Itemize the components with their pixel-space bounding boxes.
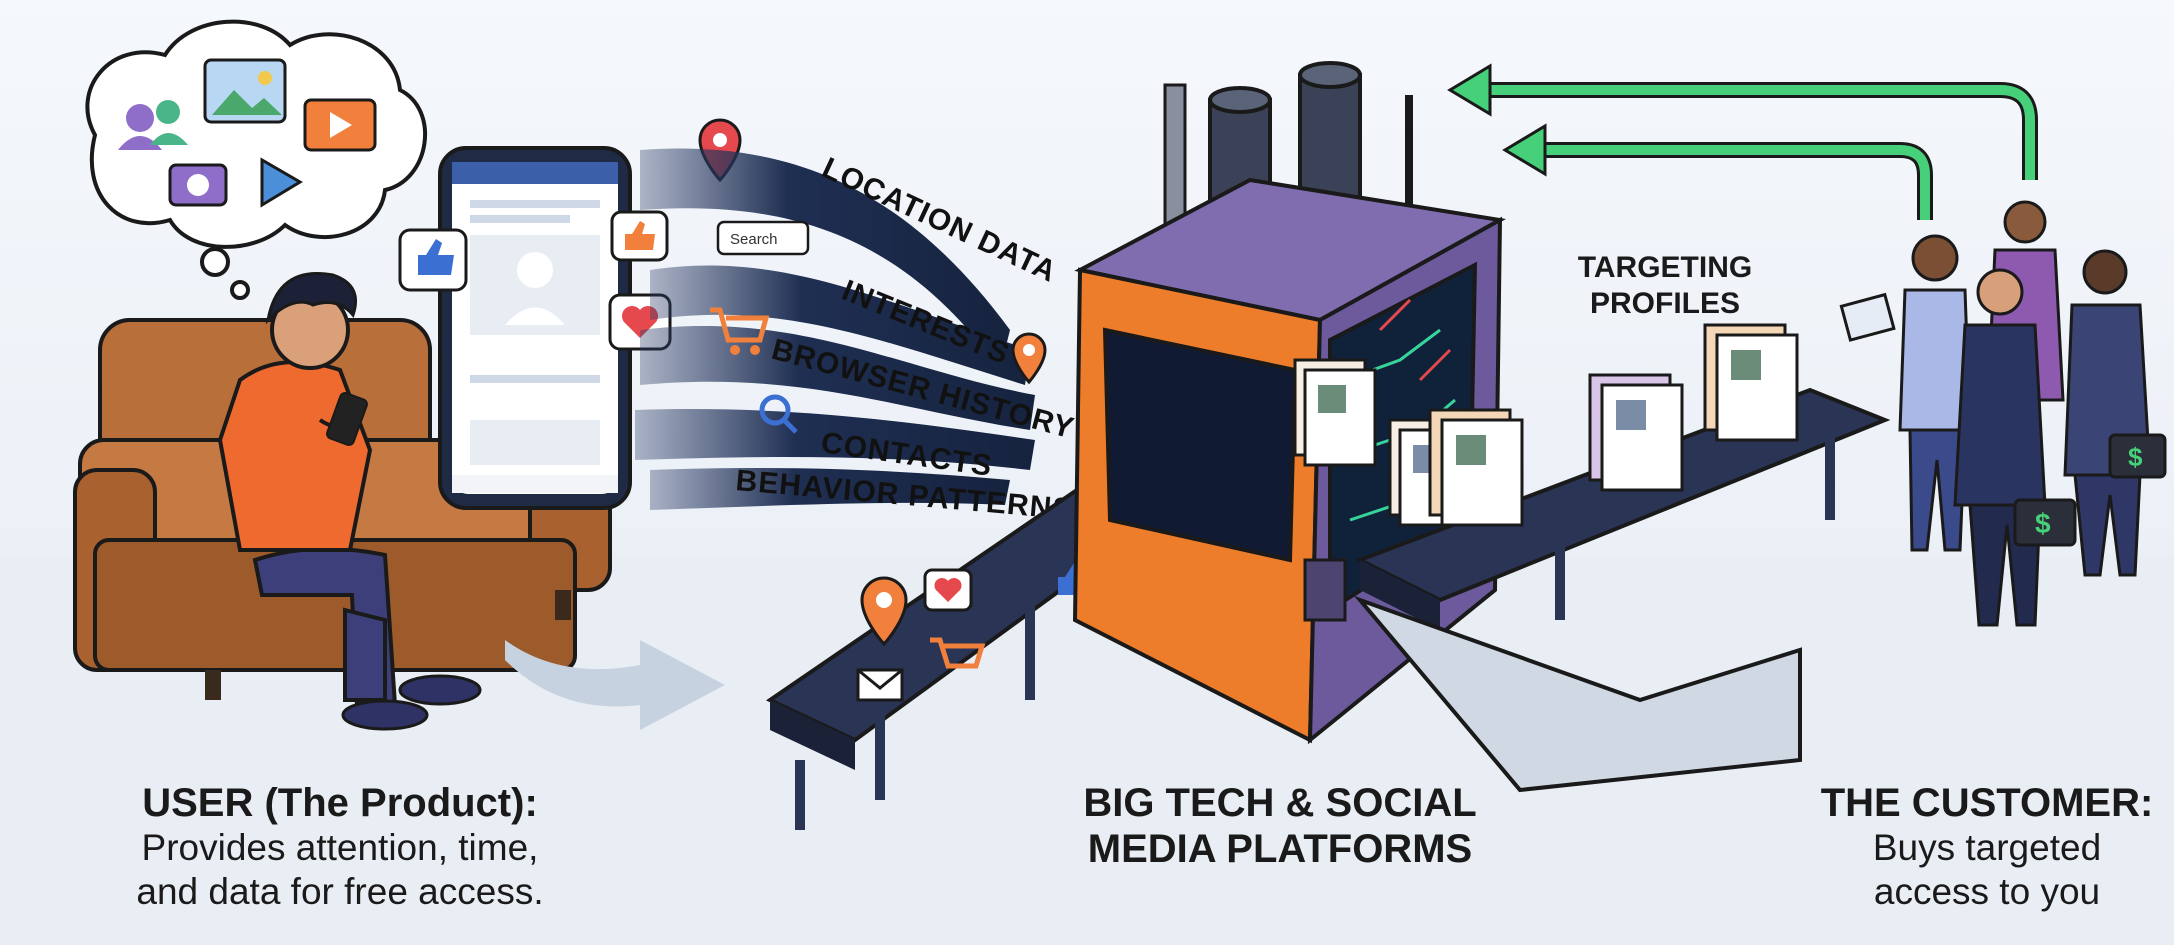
location-pin-icon [1011,332,1047,385]
platform-caption-line1: BIG TECH & SOCIAL [1083,781,1477,825]
search-chip: Search [716,220,810,256]
camera-icon [168,163,228,207]
customer-caption-line2: access to you [1873,871,2101,912]
customer-caption-line1: Buys targeted [1872,827,2102,868]
green-arrow [1447,63,2038,180]
dollar-icon: $ [2128,442,2143,472]
customer-figure: $ [2063,249,2167,577]
user-caption-title: USER (The Product): [142,781,538,825]
customer-figure [1839,234,1972,552]
profile-stack [1428,408,1524,527]
customer-caption-title: THE CUSTOMER: [1820,781,2154,825]
play-icon [260,157,303,208]
customer-group: $ $ [1839,200,2167,627]
phone [438,146,632,510]
user-caption-line2: and data for free access. [136,871,544,912]
cart-icon [930,637,986,669]
profile-stack [1588,373,1684,492]
heart-icon [923,568,973,612]
location-pin-icon [860,576,908,647]
platform-caption: BIG TECH & SOCIAL MEDIA PLATFORMS [1040,780,1520,872]
video-icon [303,98,377,152]
targeting-profiles-label: TARGETING PROFILES [1577,251,1753,320]
photo-icon [203,58,287,124]
cart-icon [710,307,770,355]
people-icon [118,100,188,150]
user-caption-line1: Provides attention, time, [141,827,539,868]
like-icon [610,210,669,262]
profile-stack [1703,323,1799,442]
user-caption: USER (The Product): Provides attention, … [60,780,620,914]
thought-bubble [85,19,427,300]
svg-text:Search: Search [730,231,778,248]
user-figure [217,272,482,731]
dollar-icon: $ [2035,508,2051,539]
customer-figure: $ [1953,268,2077,627]
profile-stack [1293,358,1377,467]
flow-arrow [505,640,725,730]
mail-icon [856,668,904,702]
green-arrow [1502,123,1933,220]
customer-caption: THE CUSTOMER: Buys targeted access to yo… [1800,780,2174,914]
platform-caption-line2: MEDIA PLATFORMS [1087,827,1473,871]
magnifier-icon [759,394,798,434]
like-icon [398,228,468,292]
